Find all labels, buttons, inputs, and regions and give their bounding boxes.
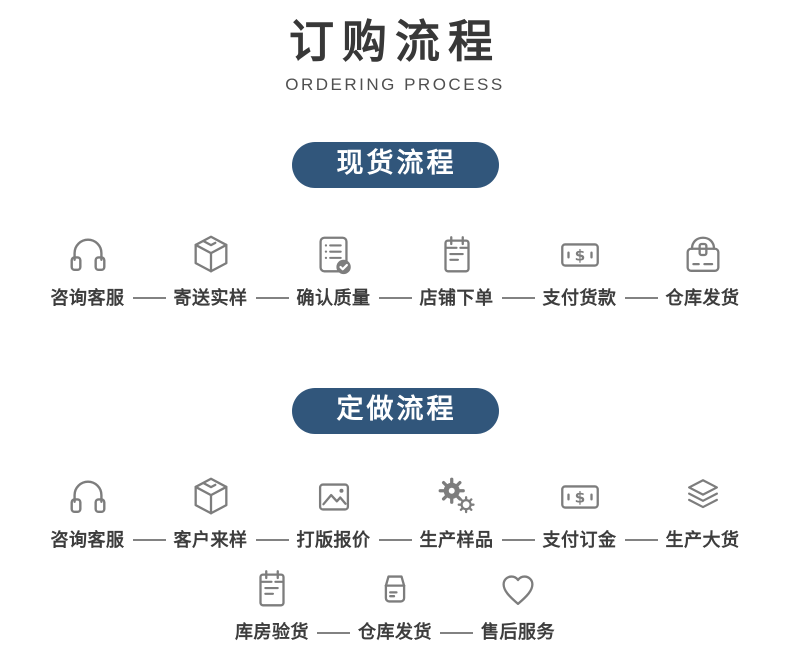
clipboard-icon [433,231,481,279]
page-subtitle: ORDERING PROCESS [285,75,505,95]
process-step: 寄送实样 [174,231,248,310]
package-cube-icon [187,231,235,279]
gears-icon [433,473,481,521]
step-label: 客户来样 [173,530,248,551]
step-label: 支付货款 [542,287,617,308]
process-step-row: 咨询客服 客户来样 打版报价 生产样品 $ 支付订金 生产大货 [0,473,790,552]
step-label: 库房验货 [235,622,309,643]
step-connector-line [624,297,658,300]
heart-icon [494,565,542,613]
step-connector-line [378,297,412,300]
section-badge-wrap: 现货流程 [0,142,790,188]
carton-icon [371,565,419,613]
process-step-row: 库房验货 仓库发货 售后服务 [0,565,790,644]
checklist-check-icon [310,231,358,279]
step-connector-line [501,539,535,542]
process-step: 库房验货 [235,565,309,644]
headset-icon [64,231,112,279]
process-step: 仓库发货 [358,565,432,644]
process-sections: 现货流程 咨询客服 寄送实样 确认质量 店铺下单 $ 支付货款 仓库发货定做流程… [0,142,790,645]
process-step: 店铺下单 [420,231,494,310]
svg-text:$: $ [574,488,585,506]
headset-icon [64,473,112,521]
step-label: 支付订金 [542,530,617,551]
process-step: 生产大货 [666,473,740,552]
section-badge: 定做流程 [291,388,499,435]
step-connector-line [624,539,658,542]
step-label: 打版报价 [296,530,371,551]
step-label: 咨询客服 [50,287,125,308]
step-label: 生产样品 [419,530,494,551]
parcel-icon [679,231,727,279]
step-label: 店铺下单 [419,287,494,308]
page-title: 订购流程 [288,16,501,67]
process-step-row: 咨询客服 寄送实样 确认质量 店铺下单 $ 支付货款 仓库发货 [0,231,790,310]
process-step: 生产样品 [420,473,494,552]
banknote-icon: $ [556,473,604,521]
process-step: $ 支付订金 [543,473,617,552]
step-connector-line [317,631,350,634]
step-label: 确认质量 [296,287,371,308]
step-connector-line [378,539,412,542]
process-step: $ 支付货款 [543,231,617,310]
step-label: 寄送实样 [173,287,248,308]
process-step: 客户来样 [174,473,248,552]
step-connector-line [132,297,166,300]
step-connector-line [501,297,535,300]
step-connector-line [132,539,166,542]
layers-icon [679,473,727,521]
process-step: 咨询客服 [51,231,125,310]
step-connector-line [255,539,289,542]
step-label: 生产大货 [665,530,740,551]
step-connector-line [255,297,289,300]
package-cube-icon [187,473,235,521]
step-connector-line [440,631,473,634]
step-label: 咨询客服 [50,530,125,551]
section-badge-wrap: 定做流程 [0,388,790,435]
step-label: 仓库发货 [665,287,740,308]
step-label: 仓库发货 [358,622,432,643]
process-step: 售后服务 [481,565,555,644]
banknote-icon: $ [556,231,604,279]
process-step: 打版报价 [297,473,371,552]
process-step: 确认质量 [297,231,371,310]
svg-text:$: $ [574,246,585,264]
process-step: 咨询客服 [51,473,125,552]
step-label: 售后服务 [481,622,555,643]
picture-icon [310,473,358,521]
clipboard-icon [248,565,296,613]
section-badge: 现货流程 [291,142,499,188]
process-step: 仓库发货 [666,231,740,310]
